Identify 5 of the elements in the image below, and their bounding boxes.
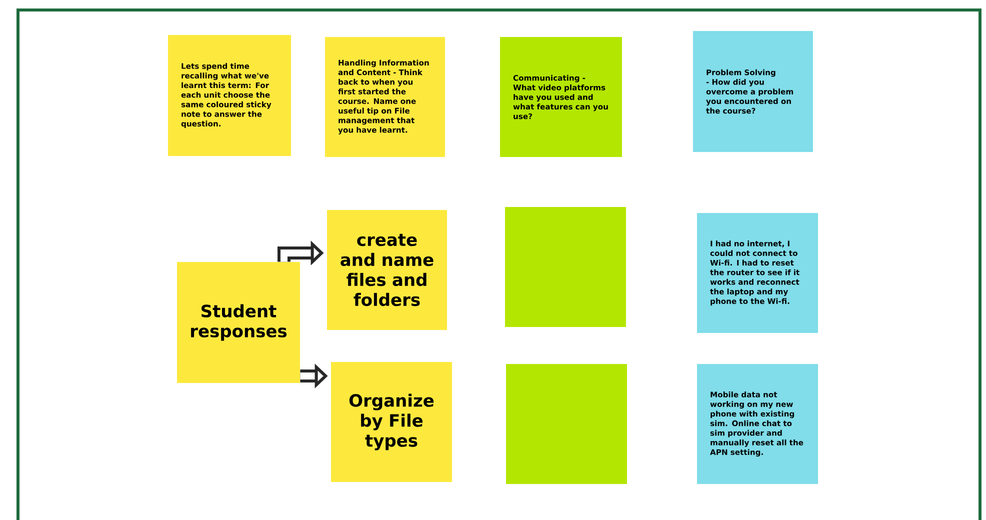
- sticky-note: Student responses: [177, 262, 300, 383]
- sticky-note: create and name files and folders: [327, 210, 447, 330]
- sticky-note: [506, 364, 627, 484]
- sticky-note: Organize by File types: [331, 362, 452, 482]
- sticky-note: [505, 207, 626, 327]
